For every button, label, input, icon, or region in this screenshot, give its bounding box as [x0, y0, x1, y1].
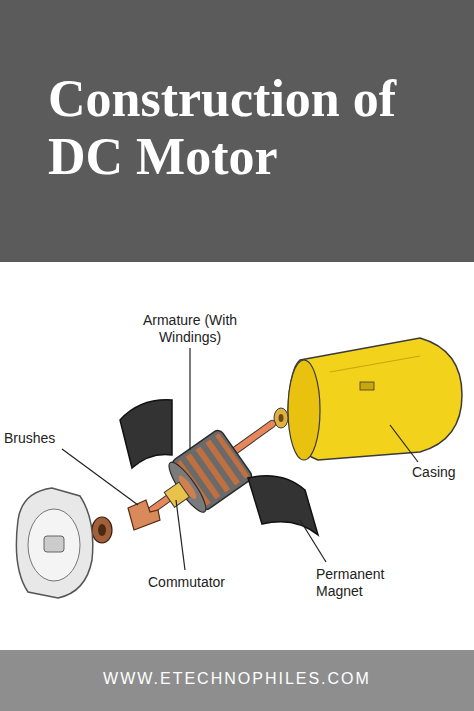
watermark-url: WWW.ETECHNOPHILES.COM [0, 670, 474, 687]
part-label: Commutator [148, 574, 248, 591]
washer [274, 408, 288, 428]
title-band [0, 0, 474, 262]
part-label: Permanent Magnet [316, 566, 426, 600]
bearing [92, 517, 112, 543]
armature [152, 428, 254, 524]
brushes-shape [128, 500, 160, 530]
title-text: Construction of DC Motor [48, 70, 448, 186]
end-cap [16, 488, 92, 598]
footer-band [0, 650, 474, 711]
permanent-magnet [248, 476, 318, 535]
leader-line [62, 348, 418, 570]
part-label: Brushes [4, 430, 84, 447]
permanent-magnet [120, 400, 172, 468]
casing-shape [288, 338, 462, 460]
part-label: Armature (With Windings) [130, 312, 250, 346]
part-label: Casing [412, 464, 472, 481]
